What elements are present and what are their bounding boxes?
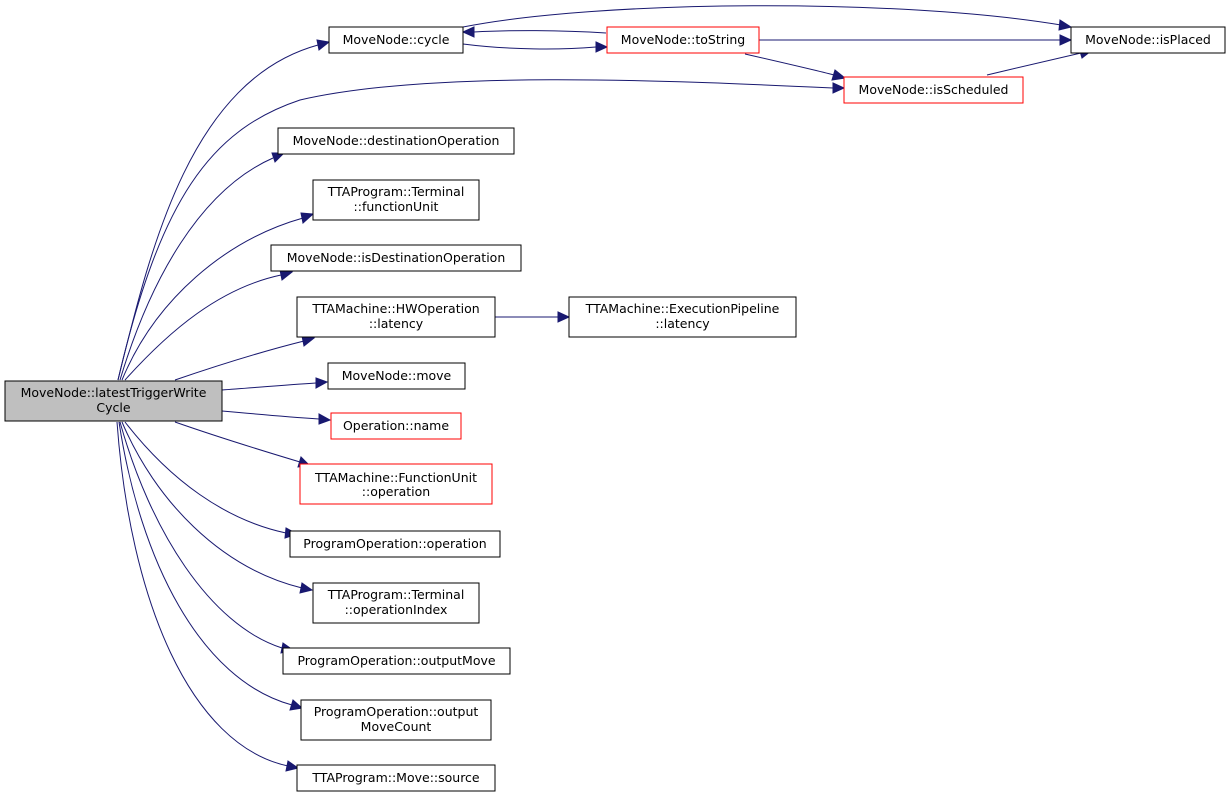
edge-root-to-opname bbox=[221, 410, 332, 425]
node-movenode-isscheduled[interactable]: MoveNode::isScheduled bbox=[843, 76, 1024, 104]
node-movenode-move-label: MoveNode::move bbox=[342, 368, 452, 383]
node-root-line-1: MoveNode::latestTriggerWrite bbox=[21, 385, 207, 400]
node-movenode-isdestinationoperation[interactable]: MoveNode::isDestinationOperation bbox=[270, 244, 522, 272]
node-programoperation-outputmove[interactable]: ProgramOperation::outputMove bbox=[282, 647, 511, 675]
node-hwoperation-latency-line-1: TTAMachine::HWOperation bbox=[311, 301, 479, 316]
edge-root-to-isdestop bbox=[124, 269, 294, 381]
node-functionunit-operation-line-1: TTAMachine::FunctionUnit bbox=[314, 470, 477, 485]
node-movenode-destinationoperation[interactable]: MoveNode::destinationOperation bbox=[277, 127, 515, 155]
node-movenode-move[interactable]: MoveNode::move bbox=[327, 362, 466, 390]
node-programoperation-outputmovecount-line-1: ProgramOperation::output bbox=[314, 704, 479, 719]
edge-root-to-opindex bbox=[121, 421, 314, 594]
node-root: MoveNode::latestTriggerWrite Cycle bbox=[4, 380, 223, 422]
edge-tostring-to-cycle bbox=[461, 26, 607, 38]
edge-root-to-fuop bbox=[174, 421, 312, 468]
node-movenode-isscheduled-label: MoveNode::isScheduled bbox=[859, 82, 1009, 97]
node-terminal-operationindex-line-2: ::operationIndex bbox=[345, 602, 448, 617]
node-programoperation-outputmovecount[interactable]: ProgramOperation::output MoveCount bbox=[300, 699, 492, 741]
edge-root-to-fu bbox=[121, 212, 315, 381]
node-functionunit-operation[interactable]: TTAMachine::FunctionUnit ::operation bbox=[299, 463, 493, 505]
edge-root-to-progop bbox=[124, 421, 299, 539]
edge-root-to-isscheduled bbox=[117, 79, 846, 381]
node-hwoperation-latency-line-2: ::latency bbox=[369, 316, 424, 331]
edge-root-to-hwlat bbox=[174, 335, 316, 381]
node-programoperation-operation[interactable]: ProgramOperation::operation bbox=[289, 530, 501, 558]
node-move-source[interactable]: TTAProgram::Move::source bbox=[296, 764, 496, 792]
node-terminal-functionunit-line-1: TTAProgram::Terminal bbox=[327, 184, 465, 199]
edge-tostring-to-isscheduled bbox=[744, 53, 847, 81]
node-movenode-tostring-label: MoveNode::toString bbox=[621, 32, 745, 47]
node-executionpipeline-latency[interactable]: TTAMachine::ExecutionPipeline ::latency bbox=[568, 296, 797, 338]
node-executionpipeline-latency-line-2: ::latency bbox=[655, 316, 710, 331]
edge-hwlat-to-pipelat bbox=[495, 311, 571, 323]
edge-root-to-destop bbox=[119, 152, 286, 381]
node-movenode-destinationoperation-label: MoveNode::destinationOperation bbox=[293, 133, 500, 148]
node-movenode-tostring[interactable]: MoveNode::toString bbox=[606, 26, 760, 54]
edge-tostring-to-isplaced bbox=[759, 34, 1073, 46]
node-root-line-2: Cycle bbox=[96, 400, 130, 415]
node-movenode-isplaced[interactable]: MoveNode::isPlaced bbox=[1070, 26, 1226, 54]
edge-root-to-outmove bbox=[119, 421, 295, 654]
node-programoperation-operation-label: ProgramOperation::operation bbox=[303, 536, 486, 551]
node-terminal-operationindex-line-1: TTAProgram::Terminal bbox=[327, 587, 465, 602]
node-operation-name-label: Operation::name bbox=[343, 418, 449, 433]
node-movenode-cycle[interactable]: MoveNode::cycle bbox=[328, 26, 464, 54]
edge-root-to-outcount bbox=[118, 421, 304, 711]
node-terminal-functionunit-line-2: ::functionUnit bbox=[354, 199, 439, 214]
node-executionpipeline-latency-line-1: TTAMachine::ExecutionPipeline bbox=[585, 301, 780, 316]
edge-cycle-to-isplaced bbox=[462, 5, 1073, 31]
node-programoperation-outputmovecount-line-2: MoveCount bbox=[361, 719, 432, 734]
node-functionunit-operation-line-2: ::operation bbox=[362, 484, 430, 499]
edge-root-to-source bbox=[116, 421, 300, 772]
node-hwoperation-latency[interactable]: TTAMachine::HWOperation ::latency bbox=[296, 296, 496, 338]
node-movenode-isplaced-label: MoveNode::isPlaced bbox=[1085, 32, 1211, 47]
node-terminal-operationindex[interactable]: TTAProgram::Terminal ::operationIndex bbox=[312, 582, 480, 624]
node-movenode-isdestinationoperation-label: MoveNode::isDestinationOperation bbox=[287, 250, 506, 265]
node-move-source-label: TTAProgram::Move::source bbox=[311, 770, 480, 785]
node-operation-name[interactable]: Operation::name bbox=[330, 412, 462, 440]
edge-cycle-to-tostring bbox=[462, 41, 609, 53]
node-movenode-cycle-label: MoveNode::cycle bbox=[343, 32, 450, 47]
edge-root-to-move bbox=[221, 377, 329, 391]
node-terminal-functionunit[interactable]: TTAProgram::Terminal ::functionUnit bbox=[312, 179, 480, 221]
node-programoperation-outputmove-label: ProgramOperation::outputMove bbox=[297, 653, 495, 668]
